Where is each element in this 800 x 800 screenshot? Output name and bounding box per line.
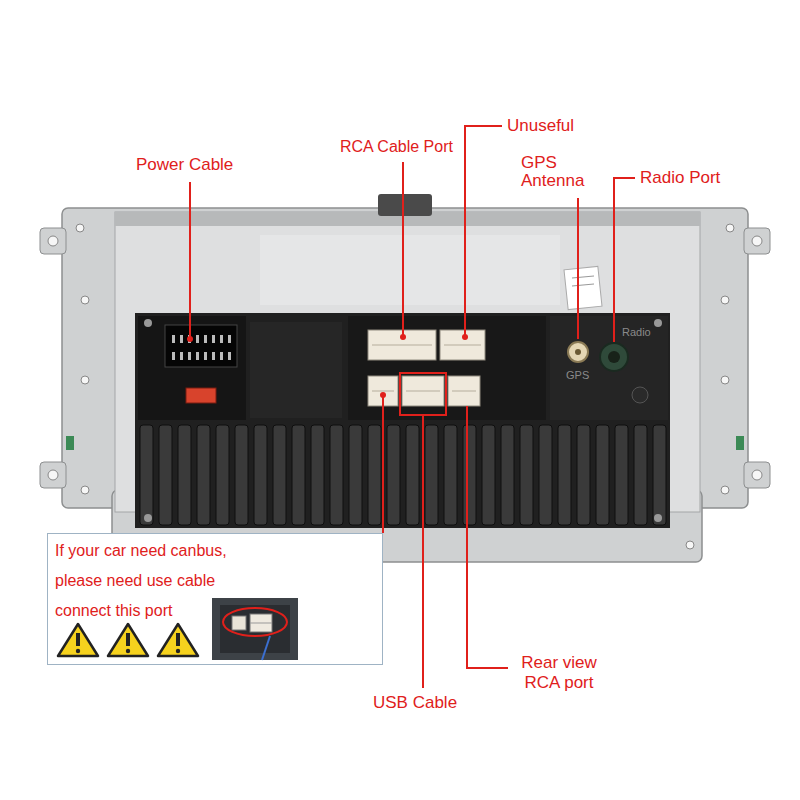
connector-photo [212, 598, 298, 660]
callout-label: Unuseful [507, 117, 574, 135]
callout-label: Radio [622, 323, 651, 341]
callout-label: USB Cable [373, 694, 457, 712]
warning-triangles [58, 624, 198, 656]
callout-text: If your car need canbus, please need use… [55, 536, 251, 626]
callout-label: GPS [566, 366, 589, 384]
callout-label: Power Cable [136, 156, 233, 174]
callout-label: Radio Port [640, 169, 720, 187]
callout-label: RCA Cable Port [340, 138, 453, 156]
callout-box: If your car need canbus, please need use… [47, 533, 383, 665]
callout-label: GPS Antenna [521, 154, 595, 190]
callout-label: Rear view RCA port [511, 653, 607, 693]
